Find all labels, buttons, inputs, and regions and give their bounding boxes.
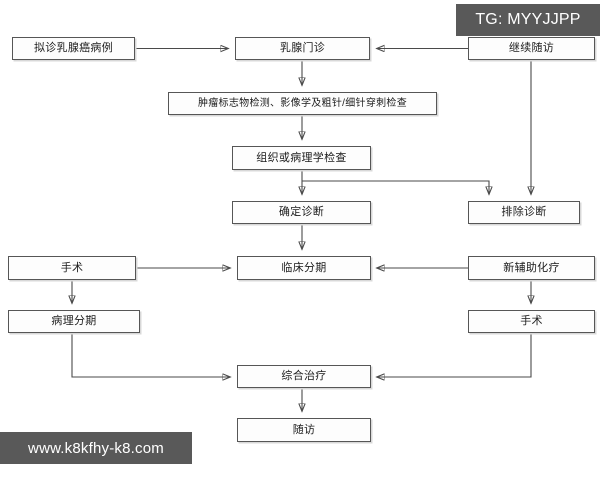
edge-histo-to-exclude: [302, 180, 489, 194]
website-watermark: www.k8kfhy-k8.com: [0, 432, 192, 464]
node-marker-imaging-biopsy[interactable]: 肿瘤标志物检测、影像学及粗针/细针穿刺检查: [168, 92, 437, 115]
node-pathologic-staging[interactable]: 病理分期: [8, 310, 140, 333]
node-followup[interactable]: 随访: [237, 418, 371, 442]
node-comprehensive-therapy[interactable]: 综合治疗: [237, 365, 371, 388]
node-confirm-diagnosis[interactable]: 确定诊断: [232, 201, 371, 224]
edge-surgeryright-to-therapy: [377, 333, 532, 377]
node-suspected-case[interactable]: 拟诊乳腺癌病例: [12, 37, 135, 60]
node-continue-followup[interactable]: 继续随访: [468, 37, 595, 60]
node-exclude-diagnosis[interactable]: 排除诊断: [468, 201, 580, 224]
edge-pathstage-to-therapy: [71, 333, 230, 377]
node-histopathology[interactable]: 组织或病理学检查: [232, 146, 371, 170]
telegram-watermark: TG: MYYJJPP: [456, 4, 600, 36]
node-clinical-staging[interactable]: 临床分期: [237, 256, 371, 280]
node-surgery-right[interactable]: 手术: [468, 310, 595, 333]
node-surgery-left[interactable]: 手术: [8, 256, 136, 280]
node-neoadjuvant-chemo[interactable]: 新辅助化疗: [468, 256, 595, 280]
node-breast-clinic[interactable]: 乳腺门诊: [235, 37, 370, 60]
